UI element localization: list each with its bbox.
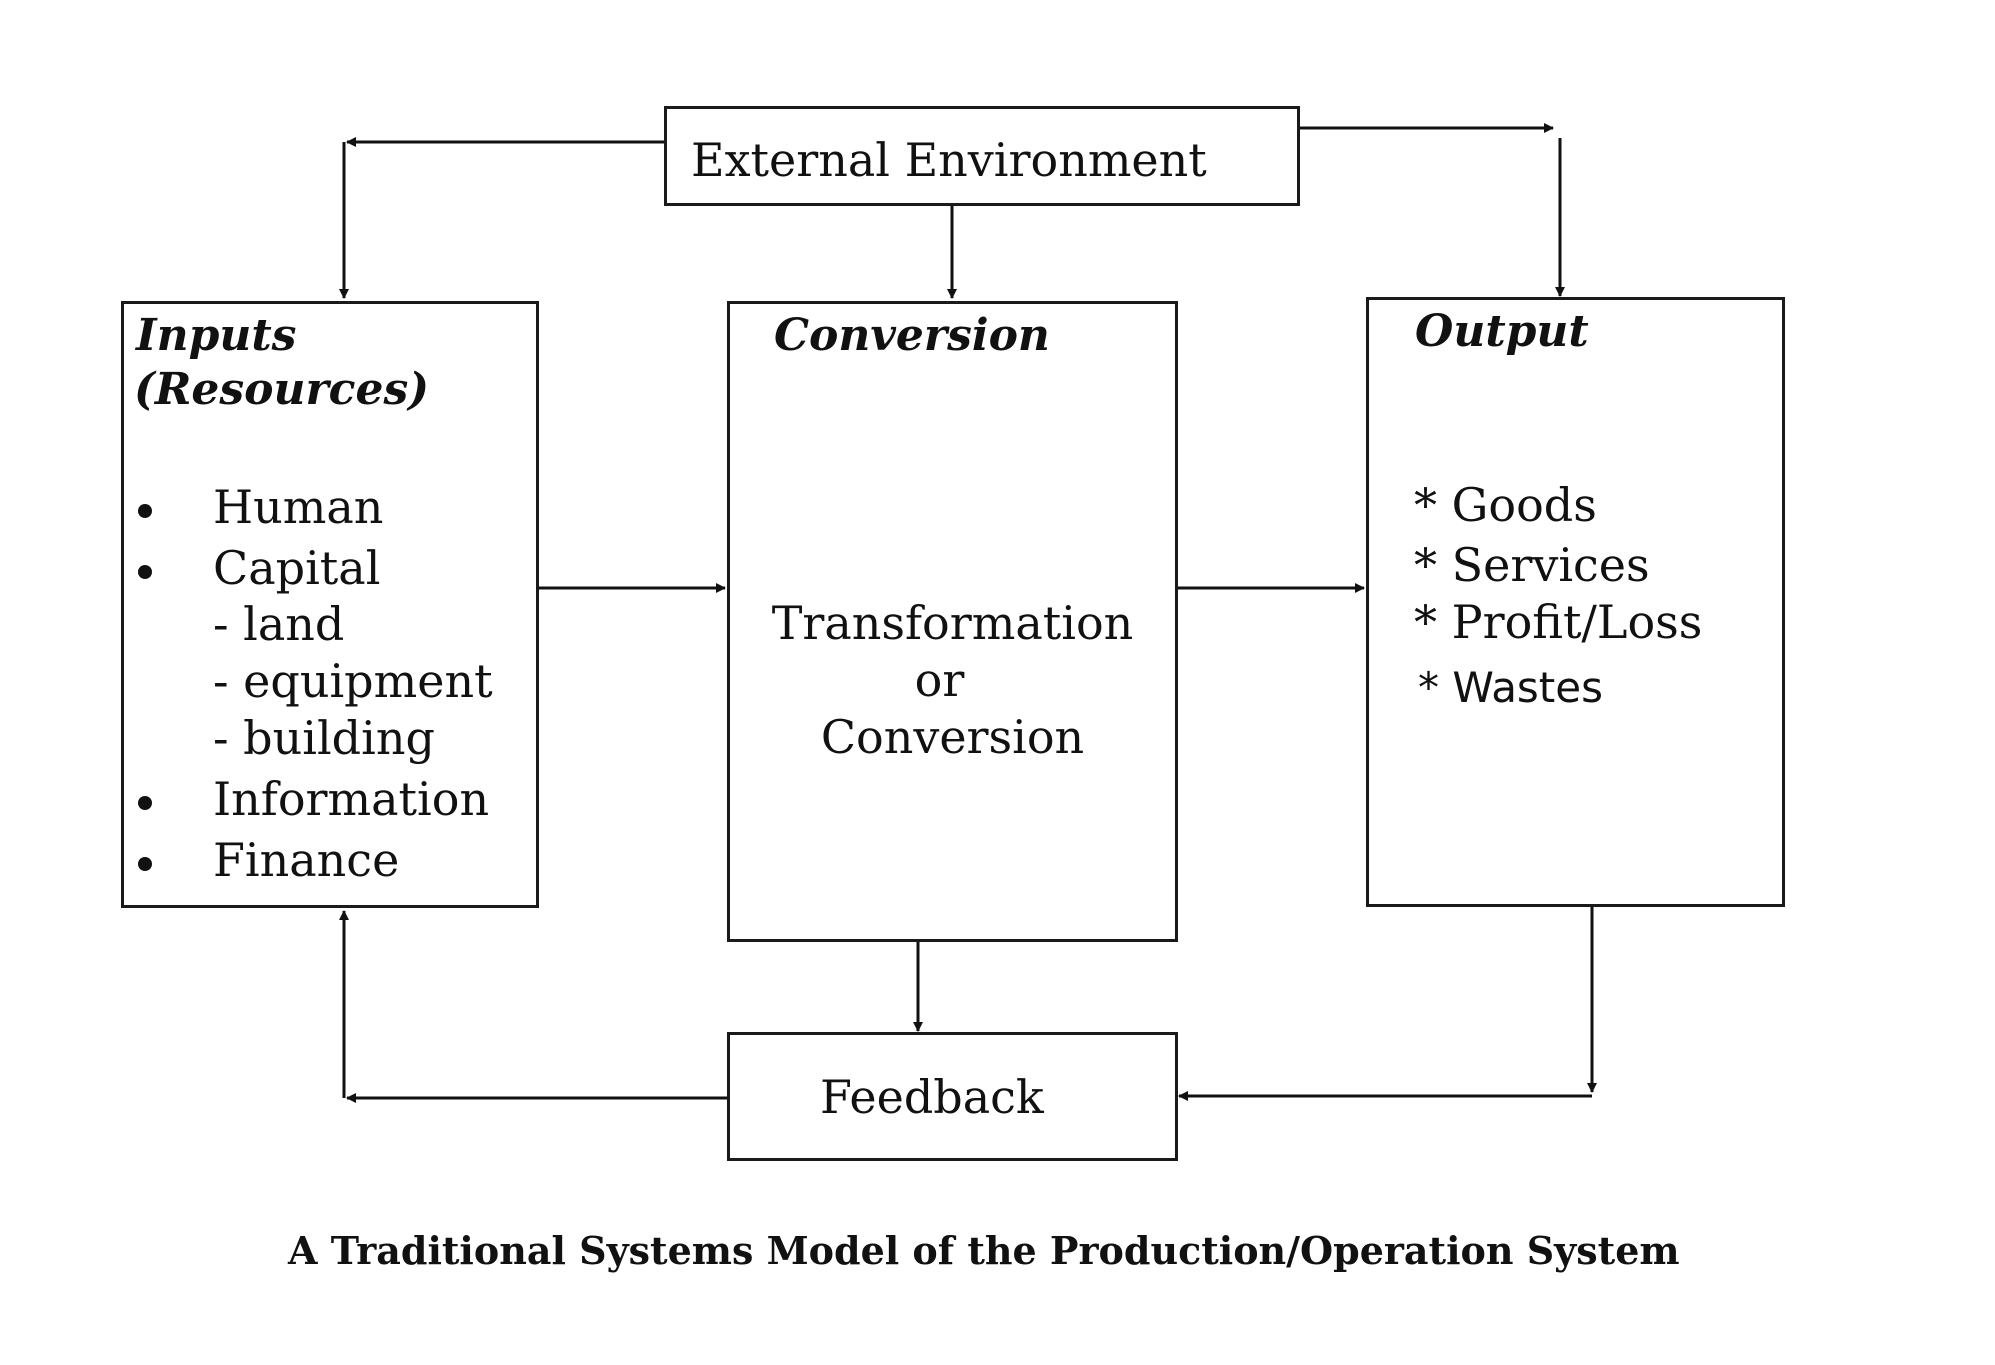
- feedback-label: Feedback: [820, 1070, 1044, 1124]
- inputs-subitem-land: - land: [213, 597, 345, 651]
- output-item-services: * Services: [1414, 538, 1650, 592]
- bullet-finance: [138, 857, 152, 871]
- conversion-body-line1: Transformation: [771, 596, 1134, 650]
- inputs-item-finance: Finance: [213, 833, 400, 887]
- output-item-wastes: * Wastes: [1418, 663, 1604, 712]
- conversion-body-line2: or: [914, 653, 965, 707]
- inputs-subheading: (Resources): [134, 364, 430, 415]
- figure-caption: A Traditional Systems Model of the Produ…: [288, 1228, 1680, 1273]
- conversion-heading: Conversion: [774, 310, 1050, 361]
- bullet-human: [138, 504, 152, 518]
- external-environment-label: External Environment: [691, 133, 1207, 187]
- output-item-goods: * Goods: [1414, 478, 1597, 532]
- output-box: Output * Goods * Services * Profit/Loss …: [1366, 297, 1785, 907]
- conversion-box: Conversion Transformation or Conversion: [727, 301, 1178, 942]
- bullet-capital: [138, 565, 152, 579]
- inputs-box: Inputs (Resources) Human Capital - land …: [121, 301, 539, 908]
- bullet-information: [138, 796, 152, 810]
- output-item-profit-loss: * Profit/Loss: [1414, 595, 1703, 649]
- inputs-heading: Inputs: [136, 310, 297, 361]
- inputs-item-information: Information: [213, 772, 490, 826]
- feedback-box: Feedback: [727, 1032, 1178, 1161]
- conversion-body: Transformation or Conversion: [730, 600, 1175, 771]
- external-environment-box: External Environment: [664, 106, 1300, 206]
- inputs-subitem-equipment: - equipment: [213, 654, 493, 708]
- inputs-item-human: Human: [213, 480, 384, 534]
- conversion-body-line3: Conversion: [820, 710, 1085, 764]
- output-heading: Output: [1415, 306, 1589, 357]
- inputs-item-capital: Capital: [213, 541, 381, 595]
- inputs-subitem-building: - building: [213, 711, 435, 765]
